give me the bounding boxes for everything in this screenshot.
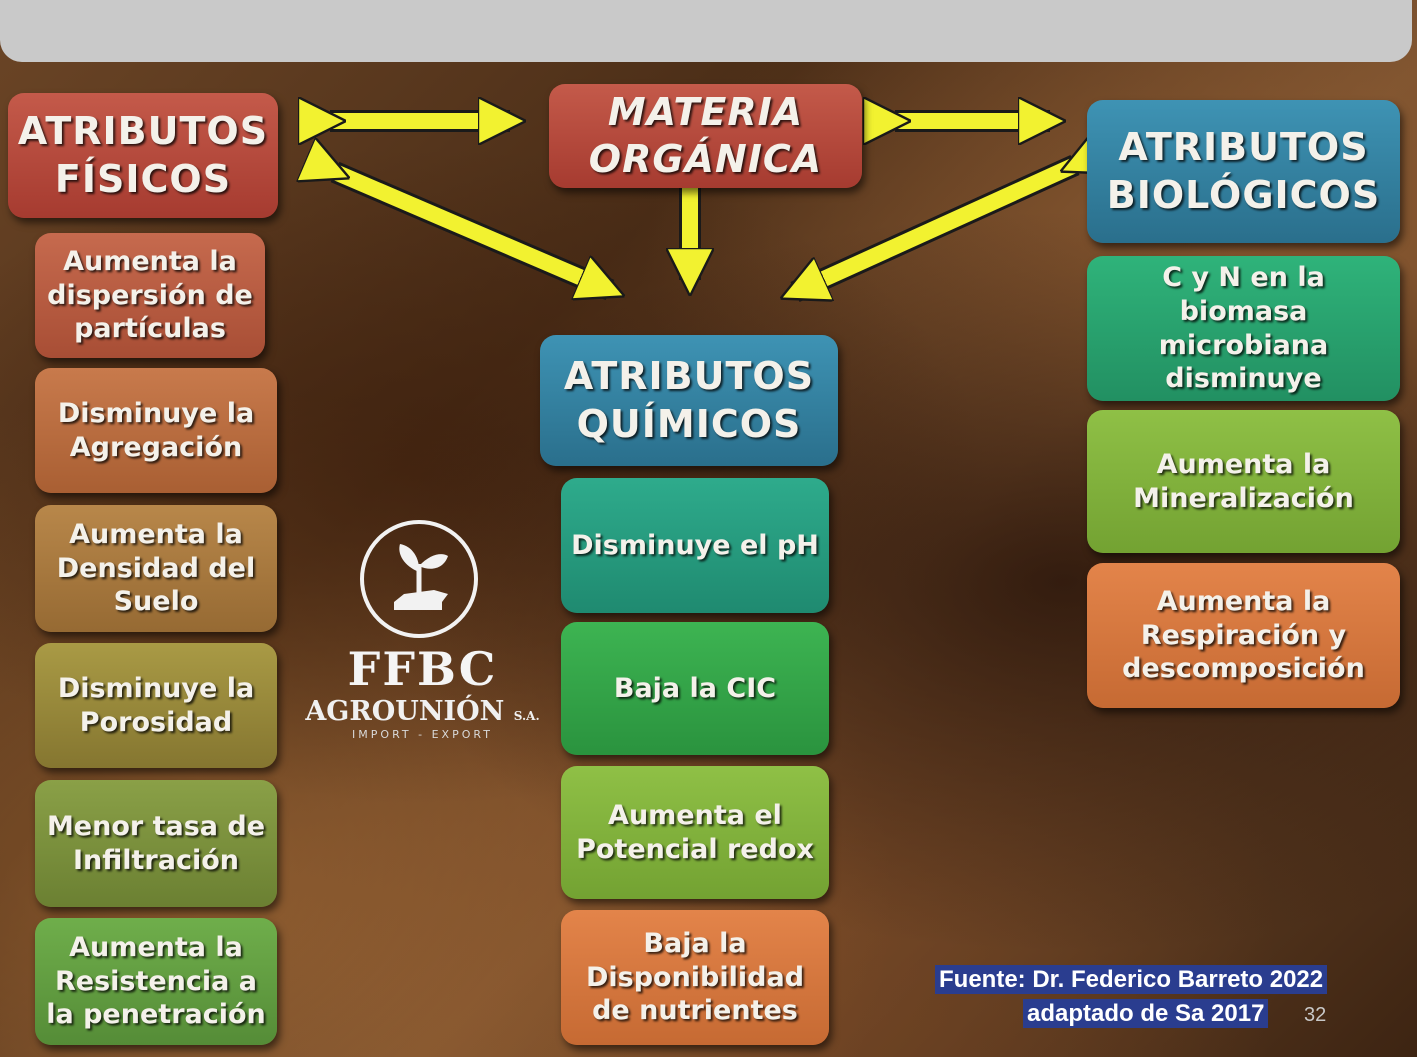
biologicos-item: Aumenta la Respiración y descomposición (1087, 563, 1400, 708)
atributos-fisicos-header: ATRIBUTOS FÍSICOS (8, 93, 278, 218)
ffbc-agrounion-logo: FFBC AGROUNIÓN S.A. IMPORT - EXPORT (300, 520, 545, 750)
biologicos-item-text: Aumenta la Mineralización (1093, 448, 1394, 516)
quimicos-item-text: Disminuye el pH (571, 529, 819, 563)
materia-organica-title: MATERIA ORGÁNICA (589, 89, 822, 184)
atributos-quimicos-title: ATRIBUTOS QUÍMICOS (564, 353, 814, 448)
logo-brand: FFBC (300, 642, 545, 696)
logo-tagline: IMPORT - EXPORT (300, 728, 545, 741)
fisicos-item-text: Disminuye la Porosidad (41, 672, 271, 740)
fisicos-item: Menor tasa de Infiltración (35, 780, 277, 907)
quimicos-item-text: Aumenta el Potencial redox (567, 799, 823, 867)
biologicos-item: C y N en la biomasa microbiana disminuye (1087, 256, 1400, 401)
quimicos-item: Aumenta el Potencial redox (561, 766, 829, 899)
plant-hand-icon (360, 520, 478, 638)
fisicos-item: Aumenta la Densidad del Suelo (35, 505, 277, 632)
fisicos-item-text: Aumenta la Densidad del Suelo (41, 518, 271, 619)
arrow-fisicos-quimicos (335, 172, 610, 290)
fisicos-item-text: Menor tasa de Infiltración (41, 810, 271, 878)
atributos-fisicos-title: ATRIBUTOS FÍSICOS (18, 108, 268, 203)
quimicos-item: Disminuye el pH (561, 478, 829, 613)
fisicos-item: Disminuye la Porosidad (35, 643, 277, 768)
biologicos-item-text: Aumenta la Respiración y descomposición (1093, 585, 1394, 686)
atributos-biologicos-header: ATRIBUTOS BIOLÓGICOS (1087, 100, 1400, 243)
fisicos-item-text: Aumenta la dispersión de partículas (41, 245, 259, 346)
fisicos-item-text: Disminuye la Agregación (41, 397, 271, 465)
page-number: 32 (1304, 1004, 1326, 1027)
fisicos-item-text: Aumenta la Resistencia a la penetración (41, 931, 271, 1032)
atributos-biologicos-title: ATRIBUTOS BIOLÓGICOS (1107, 124, 1380, 219)
biologicos-item: Aumenta la Mineralización (1087, 410, 1400, 553)
quimicos-item-text: Baja la Disponibilidad de nutrientes (567, 927, 823, 1028)
fisicos-item: Disminuye la Agregación (35, 368, 277, 493)
source-line-2: adaptado de Sa 2017 (1023, 1000, 1268, 1028)
materia-organica-box: MATERIA ORGÁNICA (549, 84, 862, 188)
quimicos-item-text: Baja la CIC (614, 672, 776, 706)
logo-company: AGROUNIÓN S.A. (300, 696, 545, 727)
biologicos-item-text: C y N en la biomasa microbiana disminuye (1093, 261, 1394, 396)
source-line-1: Fuente: Dr. Federico Barreto 2022 (935, 966, 1327, 994)
quimicos-item: Baja la CIC (561, 622, 829, 755)
fisicos-item: Aumenta la dispersión de partículas (35, 233, 265, 358)
fisicos-item: Aumenta la Resistencia a la penetración (35, 918, 277, 1045)
atributos-quimicos-header: ATRIBUTOS QUÍMICOS (540, 335, 838, 466)
quimicos-item: Baja la Disponibilidad de nutrientes (561, 910, 829, 1045)
